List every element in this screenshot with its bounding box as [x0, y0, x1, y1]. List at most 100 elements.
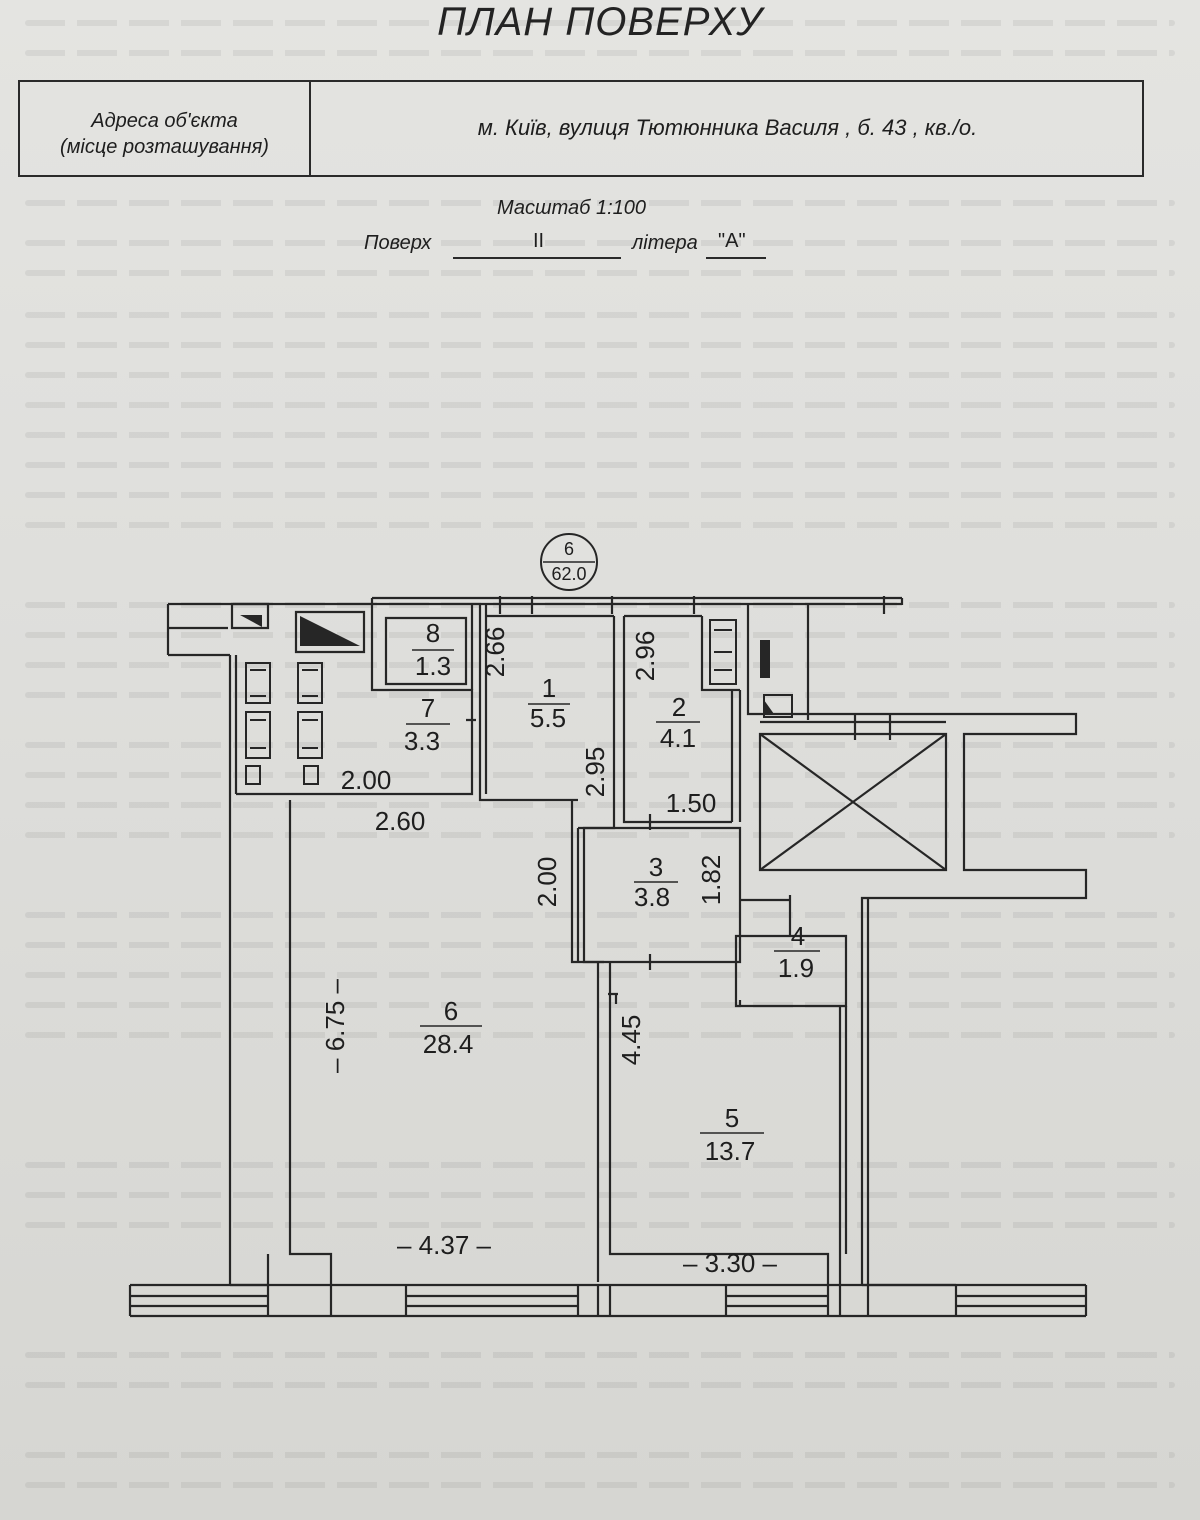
- room-7-area: 3.3: [404, 726, 440, 756]
- room-8-area: 1.3: [415, 651, 451, 681]
- room-8-number: 8: [426, 618, 440, 648]
- background-text-line: [25, 1352, 1175, 1358]
- address-value: м. Київ, вулиця Тютюнника Василя , б. 43…: [477, 115, 978, 140]
- letter-label: літера: [632, 232, 698, 254]
- page-title: ПЛАН ПОВЕРХУ: [437, 0, 763, 44]
- background-text-line: [25, 972, 1175, 978]
- background-text-line: [25, 1482, 1175, 1488]
- floor-value: II: [533, 230, 545, 252]
- room-5-area: 13.7: [705, 1136, 756, 1166]
- background-text-line: [25, 50, 1175, 56]
- background-text-line: [25, 772, 1175, 778]
- shower-tray: [245, 662, 271, 704]
- room3-left-wall: [570, 800, 604, 964]
- address-table-divider: [309, 82, 311, 175]
- background-text-line: [25, 20, 1175, 26]
- address-label: Адреса об'єкта (місце розташування): [20, 108, 309, 160]
- room8-wall: [384, 616, 468, 686]
- background-text-line: [25, 912, 1175, 918]
- dim-3-30: – 3.30 –: [683, 1248, 778, 1278]
- room-3-area: 3.8: [634, 882, 670, 912]
- window-right: [954, 1285, 1086, 1316]
- background-text-line: [25, 312, 1175, 318]
- background-text-line: [25, 1452, 1175, 1458]
- dimension-ticks: [466, 718, 652, 1004]
- stair-wall: [746, 604, 1088, 1285]
- room5-right-wall: [838, 1006, 848, 1285]
- background-text-line: [25, 1222, 1175, 1228]
- wall-fills: [240, 615, 774, 714]
- dim-4-37: – 4.37 –: [397, 1230, 492, 1260]
- fixture-lines: [714, 629, 732, 671]
- background-text-line: [25, 342, 1175, 348]
- total-area-value: 62.0: [551, 564, 586, 584]
- room5-left-wall: [596, 962, 830, 1285]
- dim-2-60: 2.60: [375, 806, 426, 836]
- background-text-line: [25, 1032, 1175, 1038]
- shower-tray: [297, 711, 323, 759]
- shower-tray: [297, 662, 323, 704]
- dim-6-75: – 6.75 –: [320, 978, 350, 1073]
- bottom-wall-ticks: [266, 1285, 870, 1316]
- wall-niche: [230, 602, 270, 630]
- scale-text: Масштаб 1:100: [497, 197, 647, 219]
- background-text-line: [25, 1162, 1175, 1168]
- window-room5: [724, 1285, 830, 1316]
- room-4-number: 4: [791, 921, 805, 951]
- wall-ticks: [853, 714, 892, 740]
- floor-label: Поверх: [364, 232, 432, 254]
- dim-1-50: 1.50: [666, 788, 717, 818]
- toilet-icon: [245, 765, 261, 785]
- bottom-wall-ends: [128, 1285, 1088, 1316]
- letter-underline: [706, 257, 766, 259]
- background-text-line: [25, 692, 1175, 698]
- bathtub-icon: [709, 619, 737, 685]
- room4-top-wall: [740, 895, 792, 936]
- letter-value: "А": [718, 230, 746, 252]
- room-2-number: 2: [672, 692, 686, 722]
- room-7-number: 7: [421, 693, 435, 723]
- left-bottom-wall: [230, 1254, 270, 1287]
- background-text-line: [25, 402, 1175, 408]
- total-room-number: 6: [564, 539, 574, 559]
- room-2-area: 4.1: [660, 723, 696, 753]
- dimension-labels: 2.66 2.96 2.00 2.60 2.95 1.50 2.00 1.82 …: [320, 627, 778, 1278]
- background-text-line: [25, 1192, 1175, 1198]
- background-text-line: [25, 1002, 1175, 1008]
- dim-1-82: 1.82: [696, 855, 726, 906]
- room-3-number: 3: [649, 852, 663, 882]
- background-text-line: [25, 240, 1175, 246]
- dim-2-00-bath: 2.00: [341, 765, 392, 795]
- fixture-lines: [250, 669, 266, 749]
- background-text-line: [25, 802, 1175, 808]
- left-outer-wall: [228, 655, 290, 1285]
- right-wall: [862, 898, 956, 1287]
- dim-2-66: 2.66: [480, 627, 510, 678]
- background-text-line: [25, 742, 1175, 748]
- fixture-lines: [302, 669, 318, 749]
- background-text-line: [25, 522, 1175, 528]
- room2-fixture-wall: [700, 616, 740, 692]
- background-text-line: [25, 270, 1175, 276]
- address-table: Адреса об'єкта (місце розташування) м. К…: [18, 80, 1144, 177]
- background-text-line: [25, 432, 1175, 438]
- elevator-shaft: [758, 732, 948, 872]
- room-1-area: 5.5: [530, 703, 566, 733]
- wall-ticks: [498, 596, 886, 614]
- room6-left-wall: [288, 800, 333, 1285]
- window-left: [130, 1294, 268, 1308]
- background-text-line: [25, 1382, 1175, 1388]
- toilet-icon: [303, 765, 319, 785]
- room1-left-wall: [478, 604, 578, 802]
- address-label-line2: (місце розташування): [60, 136, 269, 158]
- room-labels: 8 1.3 7 3.3 1 5.5 2 4.1 3 3.8 4 1.9 6 28…: [404, 618, 820, 1166]
- room-6-area: 28.4: [423, 1029, 474, 1059]
- room3-wall: [582, 826, 742, 964]
- wall-fill: [300, 616, 360, 646]
- dim-2-00-corridor: 2.00: [532, 857, 562, 908]
- address-label-line1: Адреса об'єкта: [91, 110, 238, 132]
- top-wall: [166, 602, 902, 657]
- dim-2-95: 2.95: [580, 747, 610, 798]
